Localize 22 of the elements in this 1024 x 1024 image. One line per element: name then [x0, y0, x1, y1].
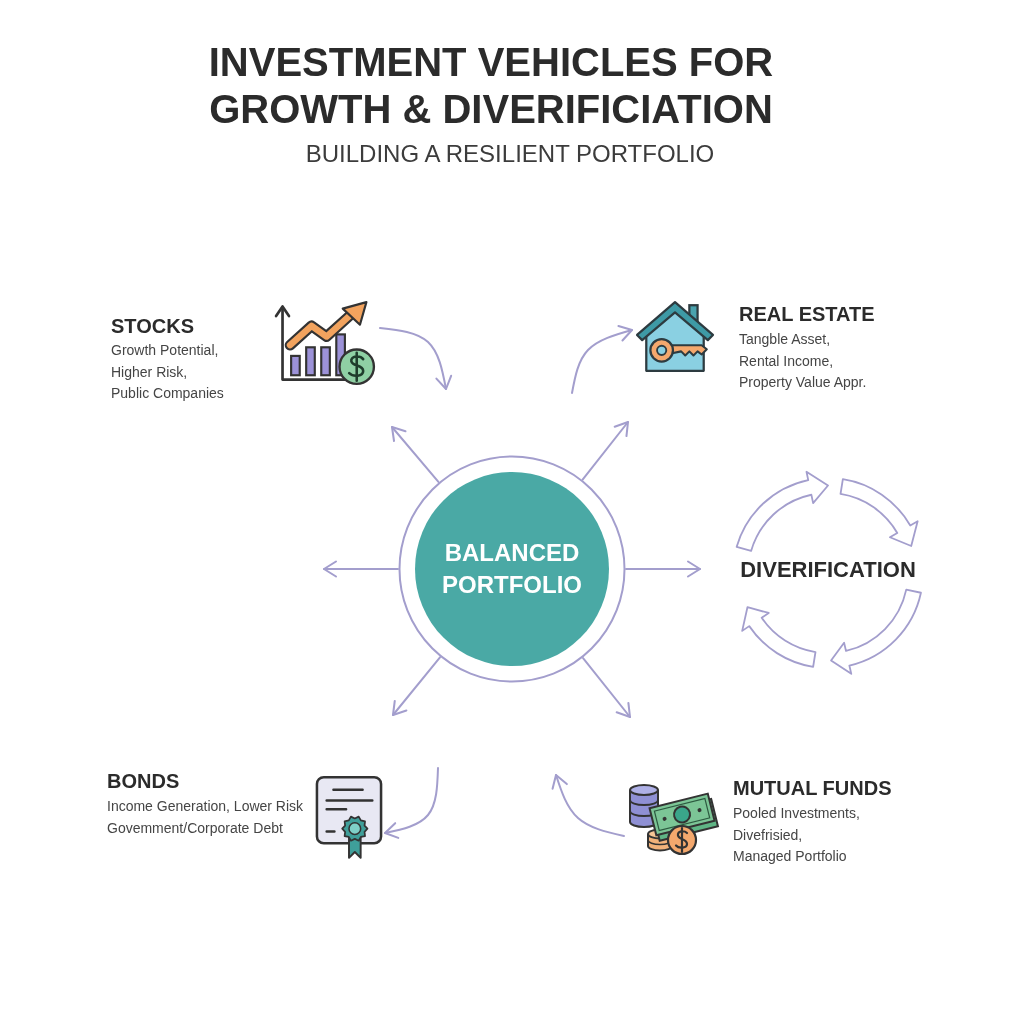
curved-arrow — [551, 774, 625, 837]
arrow — [625, 560, 701, 578]
curved-arrow — [379, 327, 453, 390]
subtitle: BUILDING A RESILIENT PORTFOLIO — [305, 140, 715, 168]
description: Tangble Asset, Rental Income, Property Value Appr. — [739, 330, 868, 392]
heading: MUTUAL FUNDS — [733, 776, 892, 800]
title: INVESTMENT VEHICLES FOR GROWTH & DIVERIFICIATION — [207, 39, 775, 133]
hub-circle — [398, 455, 626, 683]
heading: REAL ESTATE — [739, 302, 875, 326]
arrow — [391, 426, 440, 483]
heading: BONDS — [107, 769, 180, 793]
description: Growth Potential, Higher Risk, Public Companies — [111, 341, 225, 403]
description: Pooled Investments, Divefrisied, Managed Portfolio — [733, 804, 861, 866]
arrow — [323, 560, 399, 578]
arrow — [582, 657, 631, 718]
description: Income Generation, Lower Risk Govemment/Corporate Debt — [107, 797, 305, 838]
curved-arrow — [571, 325, 633, 394]
arrow — [581, 421, 629, 481]
curved-arrow — [384, 767, 439, 839]
heading: STOCKS — [111, 314, 194, 338]
hub-label: BALANCED PORTFOLIO — [441, 538, 583, 600]
arrow — [392, 656, 441, 716]
